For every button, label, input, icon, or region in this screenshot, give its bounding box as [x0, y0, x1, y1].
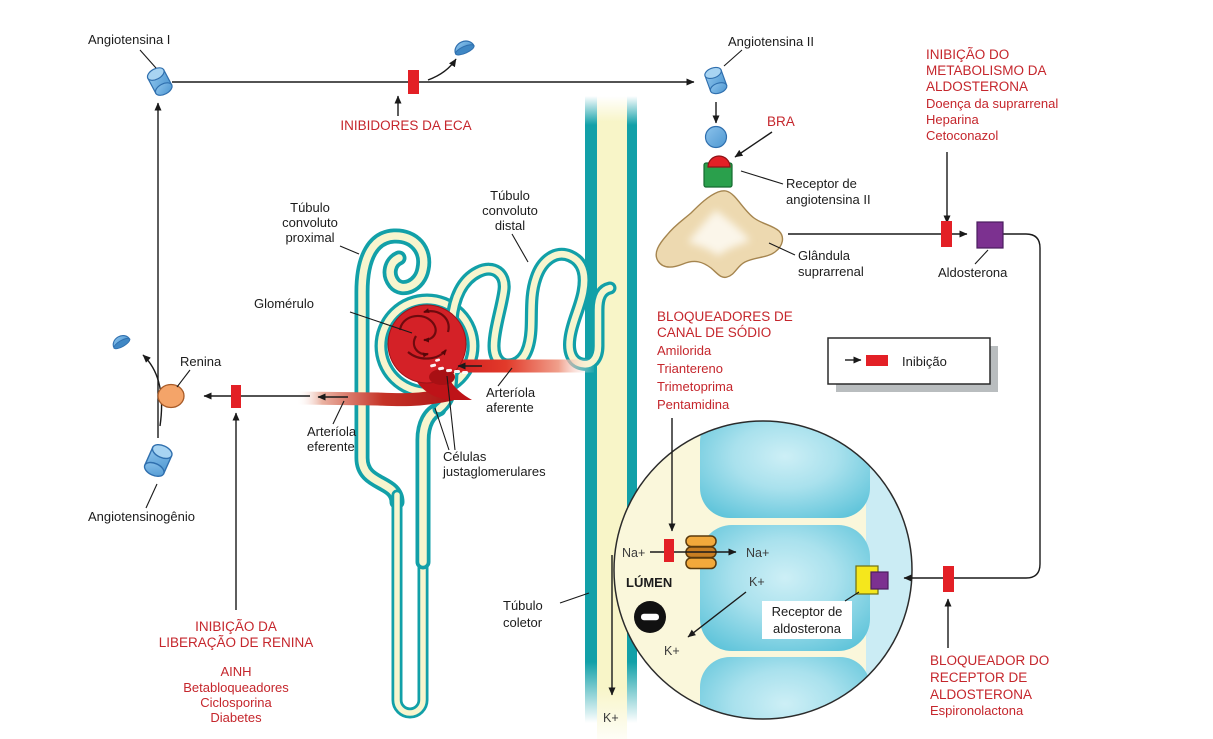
svg-text:LIBERAÇÃO DE RENINA: LIBERAÇÃO DE RENINA — [159, 635, 314, 650]
angiotensinogen-molecule-icon — [141, 441, 175, 480]
svg-text:suprarrenal: suprarrenal — [798, 264, 864, 279]
collecting-duct-wall-left — [585, 96, 597, 739]
svg-text:angiotensina II: angiotensina II — [786, 192, 871, 207]
svg-text:AINH: AINH — [220, 664, 251, 679]
label-angiotensinogenio: Angiotensinogênio — [88, 509, 195, 524]
inhibition-block-icon — [408, 70, 419, 94]
svg-text:Triantereno: Triantereno — [657, 361, 723, 376]
legend-label: Inibição — [902, 354, 947, 369]
inhibition-block-icon — [941, 221, 952, 247]
inhibition-block-icon — [866, 355, 888, 366]
svg-text:BLOQUEADOR DO: BLOQUEADOR DO — [930, 653, 1049, 668]
aldosterone-molecule-icon — [976, 221, 1004, 249]
label-tubulo-coletor: Túbulo — [503, 598, 543, 613]
label-aldosterona: Aldosterona — [938, 265, 1008, 280]
label-receptor-angii: Receptor de — [786, 176, 857, 191]
svg-text:Heparina: Heparina — [926, 112, 980, 127]
note-bloqueador-receptor: BLOQUEADOR DO RECEPTOR DE ALDOSTERONA Es… — [930, 653, 1049, 718]
svg-text:INIBIÇÃO DA: INIBIÇÃO DA — [195, 619, 277, 634]
aldosterone-to-receptor-path — [903, 233, 1041, 582]
label-celulas-justaglomerulares: Células — [443, 449, 487, 464]
label-tubulo-proximal: Túbulo — [290, 200, 330, 215]
label-k-cell-top: K+ — [749, 575, 765, 589]
cleaved-fragment-arrow — [427, 58, 457, 81]
svg-text:INIBIÇÃO DO: INIBIÇÃO DO — [926, 47, 1009, 62]
svg-text:eferente: eferente — [307, 439, 355, 454]
angiotensin2-molecule-icon — [702, 64, 729, 97]
angiotensin1-molecule-icon — [144, 64, 175, 99]
bra-blocker-dome-icon — [707, 155, 731, 168]
label-renina: Renina — [180, 354, 222, 369]
note-bra: BRA — [767, 114, 795, 129]
svg-text:convoluto: convoluto — [482, 203, 538, 218]
aldosterone-molecule-bound-icon — [870, 571, 889, 590]
svg-text:aferente: aferente — [486, 400, 534, 415]
label-arteriola-aferente: Arteríola — [486, 385, 536, 400]
labels: Angiotensina I Angiotensina II Receptor … — [88, 32, 1008, 725]
svg-text:Cetoconazol: Cetoconazol — [926, 128, 998, 143]
renin-molecule-icon — [157, 383, 185, 409]
note-canal-sodio: BLOQUEADORES DE CANAL DE SÓDIO Amilorida… — [657, 309, 793, 412]
label-angiotensina-i: Angiotensina I — [88, 32, 170, 47]
principal-cell — [700, 657, 870, 719]
label-k-cell-bottom: K+ — [664, 644, 680, 658]
drug-notes: INIBIDORES DA ECA BRA INIBIÇÃO DO METABO… — [159, 47, 1059, 725]
svg-text:ALDOSTERONA: ALDOSTERONA — [930, 687, 1032, 702]
legend-box: Inibição — [827, 337, 998, 392]
note-metabolismo-aldosterona: INIBIÇÃO DO METABOLISMO DA ALDOSTERONA D… — [926, 47, 1058, 143]
svg-text:ALDOSTERONA: ALDOSTERONA — [926, 79, 1028, 94]
label-arteriola-eferente: Arteríola — [307, 424, 357, 439]
label-na-cell: Na+ — [746, 546, 769, 560]
collecting-duct — [585, 96, 637, 739]
svg-text:distal: distal — [495, 218, 525, 233]
pointer-lines — [139, 49, 989, 604]
cleaved-fragment-icon — [109, 331, 132, 352]
svg-text:METABOLISMO DA: METABOLISMO DA — [926, 63, 1047, 78]
svg-text:Espironolactona: Espironolactona — [930, 703, 1024, 718]
label-glomerulo: Glomérulo — [254, 296, 314, 311]
glomerular-capillaries — [398, 308, 450, 360]
label-angiotensina-ii: Angiotensina II — [728, 34, 814, 49]
svg-text:BLOQUEADORES DE: BLOQUEADORES DE — [657, 309, 793, 324]
svg-text:Doença da suprarrenal: Doença da suprarrenal — [926, 96, 1058, 111]
note-liberacao-renina: INIBIÇÃO DA LIBERAÇÃO DE RENINA AINH Bet… — [159, 619, 314, 725]
label-receptor-aldosterona: Receptor de — [772, 604, 843, 619]
svg-text:convoluto: convoluto — [282, 215, 338, 230]
juxtaglomerular-cells — [430, 358, 468, 374]
svg-text:CANAL DE SÓDIO: CANAL DE SÓDIO — [657, 325, 771, 340]
svg-text:Amilorida: Amilorida — [657, 343, 712, 358]
molecules — [109, 37, 1004, 480]
svg-text:justaglomerulares: justaglomerulares — [442, 464, 546, 479]
label-tubulo-distal: Túbulo — [490, 188, 530, 203]
label-lumen: LÚMEN — [626, 575, 672, 590]
label-k-duct: K+ — [603, 711, 619, 725]
inhibition-block-icon — [664, 539, 674, 562]
svg-text:RECEPTOR DE: RECEPTOR DE — [930, 670, 1027, 685]
nephron — [297, 228, 617, 719]
label-glandula: Glândula — [798, 248, 851, 263]
svg-text:Diabetes: Diabetes — [210, 710, 262, 725]
note-inibidores-eca: INIBIDORES DA ECA — [340, 118, 471, 133]
svg-text:coletor: coletor — [503, 615, 543, 630]
potassium-flow-arrow — [687, 591, 747, 638]
svg-text:proximal: proximal — [285, 230, 334, 245]
adrenal-gland-group — [655, 155, 784, 279]
flow-arrows — [142, 58, 1041, 696]
svg-text:Trimetoprima: Trimetoprima — [657, 379, 734, 394]
svg-text:Pentamidina: Pentamidina — [657, 397, 730, 412]
angiotensin2-ball-icon — [704, 125, 728, 149]
label-na-lumen: Na+ — [622, 546, 645, 560]
svg-text:aldosterona: aldosterona — [773, 621, 842, 636]
collecting-duct-wall-right — [627, 96, 637, 739]
glomerulus — [387, 304, 467, 384]
svg-text:Betabloqueadores: Betabloqueadores — [183, 680, 289, 695]
svg-text:Ciclosporina: Ciclosporina — [200, 695, 272, 710]
inhibition-block-icon — [943, 566, 954, 592]
cleaved-fragment-icon — [451, 37, 476, 58]
inhibition-block-icon — [231, 385, 241, 408]
bra-arrow — [734, 131, 773, 158]
principal-cell — [700, 421, 870, 518]
